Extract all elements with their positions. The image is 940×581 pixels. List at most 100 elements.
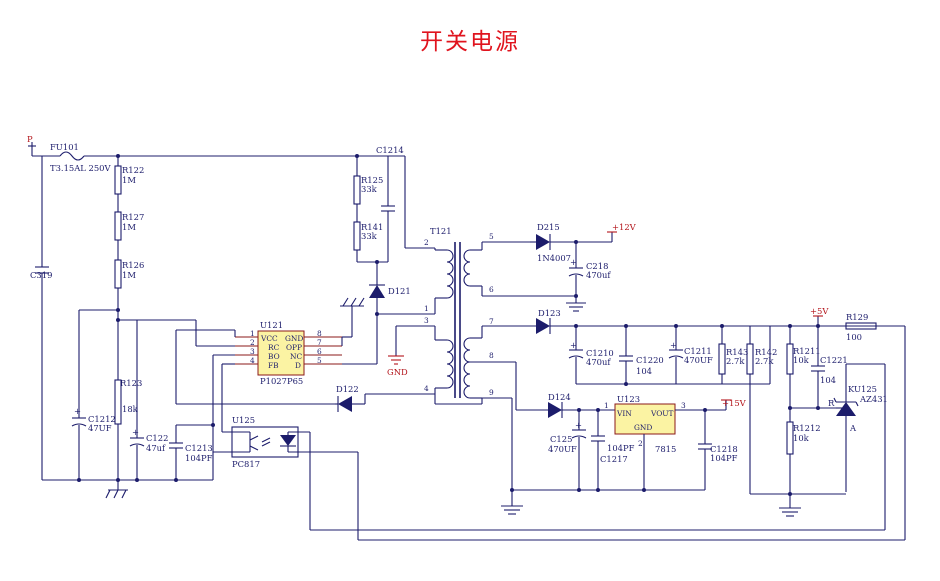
c319-ref: C319 [30, 270, 52, 280]
ku125-part: AZ431 [859, 394, 888, 404]
d215-ref: D215 [537, 222, 560, 232]
svg-text:4: 4 [424, 384, 429, 393]
svg-text:GND: GND [634, 423, 652, 432]
svg-text:8: 8 [317, 329, 322, 338]
r123-value: 18k [122, 404, 139, 414]
r1212-value: 10k [793, 433, 810, 443]
svg-text:3: 3 [250, 347, 255, 356]
net-label-15v: +15V [722, 398, 747, 408]
svg-text:7: 7 [317, 338, 322, 347]
svg-text:8: 8 [489, 351, 494, 360]
r122-ref: R122 [122, 165, 144, 175]
svg-text:1: 1 [424, 304, 429, 313]
r126-value: 1M [122, 270, 136, 280]
c1217-value: 104PF [607, 443, 635, 453]
d122-diode: D122 [335, 384, 359, 412]
r141-ref: R141 [361, 222, 383, 232]
ku125-r-pin: R [828, 398, 835, 408]
svg-text:FB: FB [268, 361, 279, 370]
c1211-ref: C1211 [684, 346, 712, 356]
svg-text:VIN: VIN [616, 409, 632, 418]
c1220-value: 104 [636, 366, 652, 376]
d122-ref: D122 [336, 384, 359, 394]
fu101-value: T3.15AL 250V [50, 163, 111, 173]
svg-text:4: 4 [250, 356, 255, 365]
svg-text:1: 1 [250, 329, 255, 338]
c1218-ref: C1218 [710, 444, 738, 454]
output-15v: D124 + C125 470UF C1217 104PF U123 VIN V… [501, 362, 747, 515]
svg-text:+: + [74, 406, 81, 416]
r143-ref: R143 [726, 347, 748, 357]
svg-text:+: + [575, 420, 582, 430]
r127-ref: R127 [122, 212, 144, 222]
svg-text:9: 9 [489, 388, 494, 397]
r143-value: 2.7k [726, 356, 745, 366]
c122-value: 47uf [146, 443, 166, 453]
svg-text:1: 1 [604, 401, 609, 410]
svg-text:7: 7 [489, 317, 494, 326]
c1221-value: 104 [820, 375, 836, 385]
svg-text:3: 3 [681, 401, 686, 410]
c218-ref: C218 [586, 261, 608, 271]
d124-ref: D124 [548, 392, 571, 402]
c1217-ref: C1217 [600, 454, 628, 464]
svg-text:6: 6 [317, 347, 322, 356]
t121-ref: T121 [430, 226, 452, 236]
svg-text:RC: RC [268, 343, 280, 352]
u125-part: PC817 [232, 459, 260, 469]
c125-ref: C125 [550, 434, 572, 444]
svg-text:OPP: OPP [286, 343, 302, 352]
optocoupler-u125: U125 PC817 [213, 415, 905, 541]
fuse-fu101 [59, 151, 85, 161]
r1211-value: 10k [793, 355, 810, 365]
svg-text:NC: NC [290, 352, 302, 361]
svg-text:+: + [570, 340, 577, 350]
c1213-value: 104PF [185, 453, 213, 463]
r122-value: 1M [122, 175, 136, 185]
u125-ref: U125 [232, 415, 255, 425]
svg-text:5: 5 [317, 356, 322, 365]
r125-value: 33k [361, 184, 378, 194]
r141-value: 33k [361, 231, 378, 241]
c1213-ref: C1213 [185, 443, 213, 453]
svg-text:2: 2 [424, 238, 429, 247]
snubber-section: R125 33k R141 33k C1214 D121 [353, 145, 435, 316]
d121-ref: D121 [388, 286, 411, 296]
r142-value: 2.7k [755, 356, 774, 366]
svg-text:2: 2 [638, 439, 643, 448]
fu101-ref: FU101 [50, 142, 79, 152]
u121-part: P1027P65 [260, 376, 303, 386]
c122-ref: C122 [146, 433, 168, 443]
net-label-5v: +5V [810, 306, 829, 316]
svg-text:6: 6 [489, 285, 494, 294]
output-5v: D123 + C1210 470uf C1220 104 [536, 306, 906, 540]
net-label-12v: +12V [612, 222, 637, 232]
c1212-value: 47UF [88, 423, 112, 433]
r142-ref: R142 [755, 347, 777, 357]
ku125-a-pin: A [849, 423, 857, 433]
ku125-ref: KU125 [848, 384, 877, 394]
svg-text:GND: GND [285, 334, 303, 343]
r125-ref: R125 [361, 175, 383, 185]
svg-text:D: D [295, 361, 301, 370]
c1210-ref: C1210 [586, 348, 614, 358]
d123-ref: D123 [538, 308, 561, 318]
svg-text:BO: BO [268, 352, 280, 361]
output-12v: +12V D215 1N4007 + C218 470uf [530, 222, 637, 312]
c1212-ref: C1212 [88, 414, 116, 424]
svg-text:+: + [570, 257, 577, 267]
r127-value: 1M [122, 222, 136, 232]
page-title: 开关电源 [420, 29, 520, 55]
u121-ref: U121 [260, 320, 283, 330]
u123-part: 7815 [655, 444, 676, 454]
r129-value: 100 [846, 332, 862, 342]
svg-text:VCC: VCC [260, 334, 278, 343]
c125-value: 470UF [548, 444, 577, 454]
svg-text:+: + [132, 427, 139, 437]
svg-text:+: + [670, 340, 677, 350]
r123-ref: R123 [120, 378, 142, 388]
transformer-t121: T121 2 1 3 4 [352, 156, 576, 405]
c1218-value: 104PF [710, 453, 738, 463]
